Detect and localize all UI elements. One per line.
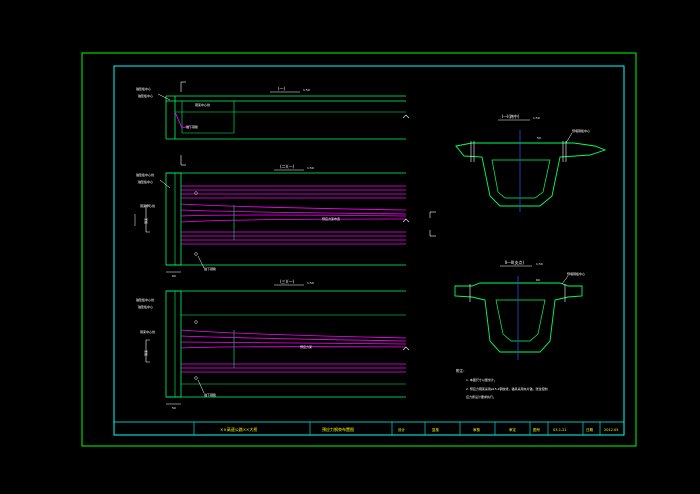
callout-bot-2: 锚垫板中心	[138, 304, 153, 309]
title-drawing-no: S3-1-21	[553, 428, 567, 432]
callout-top-2: 锚垫板中心	[138, 93, 153, 98]
bracket-label-bot: 钢束	[143, 350, 148, 356]
callout-top-4: 锚下钢筋	[186, 124, 198, 129]
title-review: 审核	[473, 427, 481, 432]
title-date: 2012.05	[604, 428, 618, 432]
note-2: 2. 预应力钢束采用φ15.2钢绞线，锚具采用夹片锚，张拉控制	[466, 386, 547, 391]
section-bot-scale: 1:50	[536, 262, 543, 266]
outer-frame	[81, 52, 637, 447]
callout-section1: 预埋钢板中心	[572, 128, 590, 133]
callout-bot-1: 锚垫板中心线	[136, 297, 154, 302]
bracket-label-mid: 钢束	[143, 218, 148, 224]
callout-mid-1: 锚垫板中心线	[136, 172, 154, 177]
title-drawing-no-label: 图号	[533, 427, 541, 432]
mid-center-label: 预应力束布置	[322, 216, 340, 221]
view-mid-title: (二)(一)	[280, 164, 295, 169]
dim-mid: 60	[172, 274, 176, 278]
elevation-view-bottom: (三)(一) 1:50 50 钢束 预应力束 锚垫板中心线 锚垫板中心	[136, 279, 410, 410]
section-top-title: Ⅰ—Ⅰ(跨中)	[502, 113, 520, 119]
callout-section2: 预埋钢板中心	[567, 271, 585, 276]
callout-top-1: 锚垫板中心	[136, 86, 151, 91]
title-date-label: 日期	[586, 427, 594, 432]
notes-title: 附注：	[456, 368, 467, 373]
inner-frame	[113, 65, 625, 436]
notes: 附注： 1. 本图尺寸以厘米计。 2. 预应力钢束采用φ15.2钢绞线，锚具采用…	[456, 368, 547, 399]
callout-mid-2: 锚垫板中心	[138, 179, 153, 184]
title-check: 复核	[432, 427, 440, 432]
dim-bot: 50	[172, 406, 176, 410]
elevation-view-middle: (二)(一) 1:50 60	[134, 164, 436, 278]
dim-section1: 50	[537, 136, 541, 140]
view-bot-scale: 1:50	[307, 281, 314, 285]
title-design: 设计	[398, 427, 406, 432]
title-block: ××高速公路××大桥 预应力钢束布置图 设计 复核 审核 审定 图号 S3-1-…	[114, 421, 624, 435]
elevation-view-top: (一) 1:50 锚垫板中心 锚垫板中心 钢束中心线 锚下钢筋	[136, 81, 410, 166]
callout-top-3: 钢束中心线	[195, 102, 210, 107]
view-mid-scale: 1:50	[307, 166, 314, 170]
cross-section-2: Ⅱ—Ⅱ(支点) 1:50 预埋钢板中心 60	[454, 259, 585, 360]
title-drawing-name: 预应力钢束布置图	[322, 426, 354, 432]
section-bot-title: Ⅱ—Ⅱ(支点)	[505, 259, 524, 265]
view-top-title: (一)	[278, 86, 286, 91]
section-top-scale: 1:50	[533, 116, 540, 120]
title-approve: 审定	[509, 427, 517, 432]
callout-bot-4: 锚下钢筋	[204, 392, 216, 397]
callout-mid-3: 钢束中心线	[140, 203, 155, 208]
note-1: 1. 本图尺寸以厘米计。	[466, 377, 497, 382]
title-project: ××高速公路××大桥	[220, 426, 257, 432]
view-bot-title: (三)(一)	[280, 279, 295, 284]
bot-center-label: 预应力束	[300, 344, 312, 349]
view-top-scale: 1:50	[303, 88, 310, 92]
dim-section2: 60	[536, 278, 540, 282]
cross-section-1: Ⅰ—Ⅰ(跨中) 1:50 预埋钢板中心 50	[455, 113, 607, 212]
callout-bot-3: 钢束中心线	[140, 329, 155, 334]
callout-mid-4: 锚下钢筋	[204, 266, 216, 271]
note-3: 应力按设计要求执行。	[466, 394, 496, 399]
